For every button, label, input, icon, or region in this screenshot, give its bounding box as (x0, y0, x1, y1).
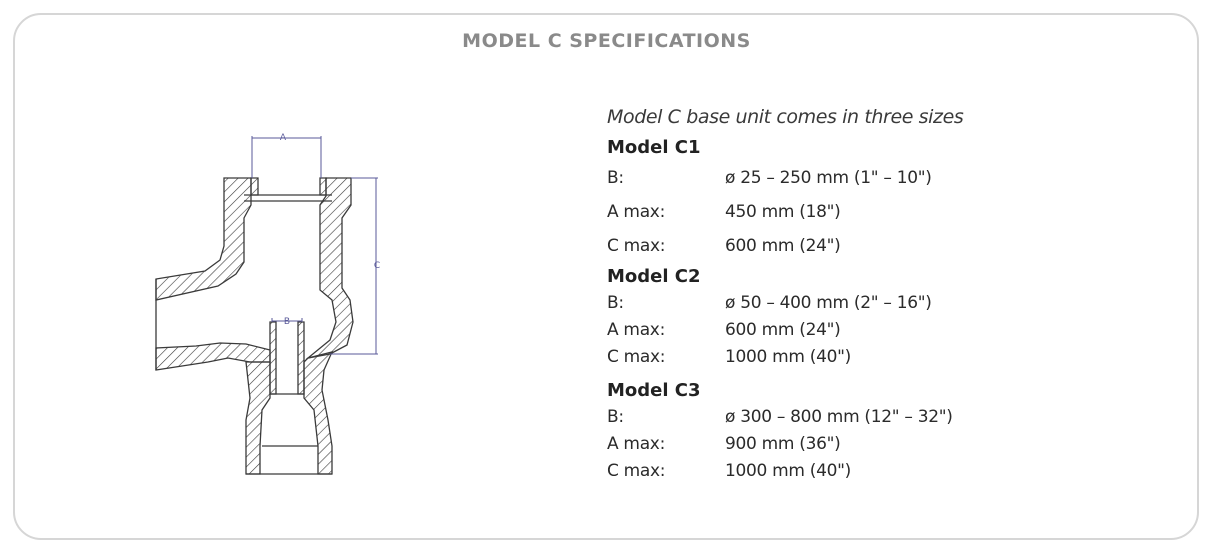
model-c3-block: Model C3 B: ø 300 – 800 mm (12" – 32") A… (607, 377, 1127, 485)
spec-label: C max: (607, 461, 666, 481)
housing-walls (155, 177, 354, 475)
spec-value: 450 mm (18") (725, 202, 841, 222)
dimension-lines (251, 136, 378, 355)
dimension-label-c: C (374, 261, 380, 271)
spec-label: A max: (607, 434, 665, 454)
spec-row: B: ø 25 – 250 mm (1" – 10") (607, 161, 1127, 195)
spec-label: A max: (607, 320, 665, 340)
spec-value: 600 mm (24") (725, 320, 841, 340)
spec-label: C max: (607, 236, 666, 256)
insert-left-wall (269, 321, 277, 395)
spec-row: A max: 600 mm (24") (607, 317, 1127, 344)
spec-value: ø 300 – 800 mm (12" – 32") (725, 407, 953, 427)
spec-value: ø 25 – 250 mm (1" – 10") (725, 168, 932, 188)
spec-row: A max: 900 mm (36") (607, 431, 1127, 458)
outlines (155, 194, 332, 475)
valve-cross-section-diagram: A C B (155, 133, 380, 475)
model-name: Model C2 (607, 266, 701, 287)
intro-text: Model C base unit comes in three sizes (607, 106, 964, 128)
spec-value: 1000 mm (40") (725, 461, 852, 481)
model-name: Model C3 (607, 380, 701, 401)
bottom-right-wall (303, 351, 334, 475)
left-upper-wall (155, 177, 252, 301)
spec-label: B: (607, 407, 624, 427)
spec-label: B: (607, 293, 624, 313)
spec-value: ø 50 – 400 mm (2" – 16") (725, 293, 932, 313)
spec-row: B: ø 50 – 400 mm (2" – 16") (607, 290, 1127, 317)
dimension-label-b: B (284, 317, 290, 327)
model-c1-block: Model C1 B: ø 25 – 250 mm (1" – 10") A m… (607, 134, 1127, 263)
spec-label: C max: (607, 347, 666, 367)
dimension-labels: A C B (280, 133, 380, 327)
page-title: MODEL C SPECIFICATIONS (462, 30, 751, 52)
model-name: Model C1 (607, 137, 701, 158)
right-wall (305, 177, 354, 360)
top-flange-left (250, 177, 259, 196)
insert-right-wall (297, 321, 305, 395)
model-c2-block: Model C2 B: ø 50 – 400 mm (2" – 16") A m… (607, 263, 1127, 371)
spec-label: B: (607, 168, 624, 188)
spec-row: C max: 1000 mm (40") (607, 344, 1127, 371)
specifications-panel: Model C base unit comes in three sizes M… (607, 104, 1127, 485)
spec-label: A max: (607, 202, 665, 222)
spec-value: 1000 mm (40") (725, 347, 852, 367)
spec-value: 900 mm (36") (725, 434, 841, 454)
spec-row: A max: 450 mm (18") (607, 195, 1127, 229)
top-flange-right (319, 177, 327, 196)
spec-row: C max: 600 mm (24") (607, 229, 1127, 263)
bottom-left-wall (245, 361, 271, 475)
dimension-label-a: A (280, 133, 287, 143)
spec-row: B: ø 300 – 800 mm (12" – 32") (607, 404, 1127, 431)
spec-value: 600 mm (24") (725, 236, 841, 256)
spec-row: C max: 1000 mm (40") (607, 458, 1127, 485)
